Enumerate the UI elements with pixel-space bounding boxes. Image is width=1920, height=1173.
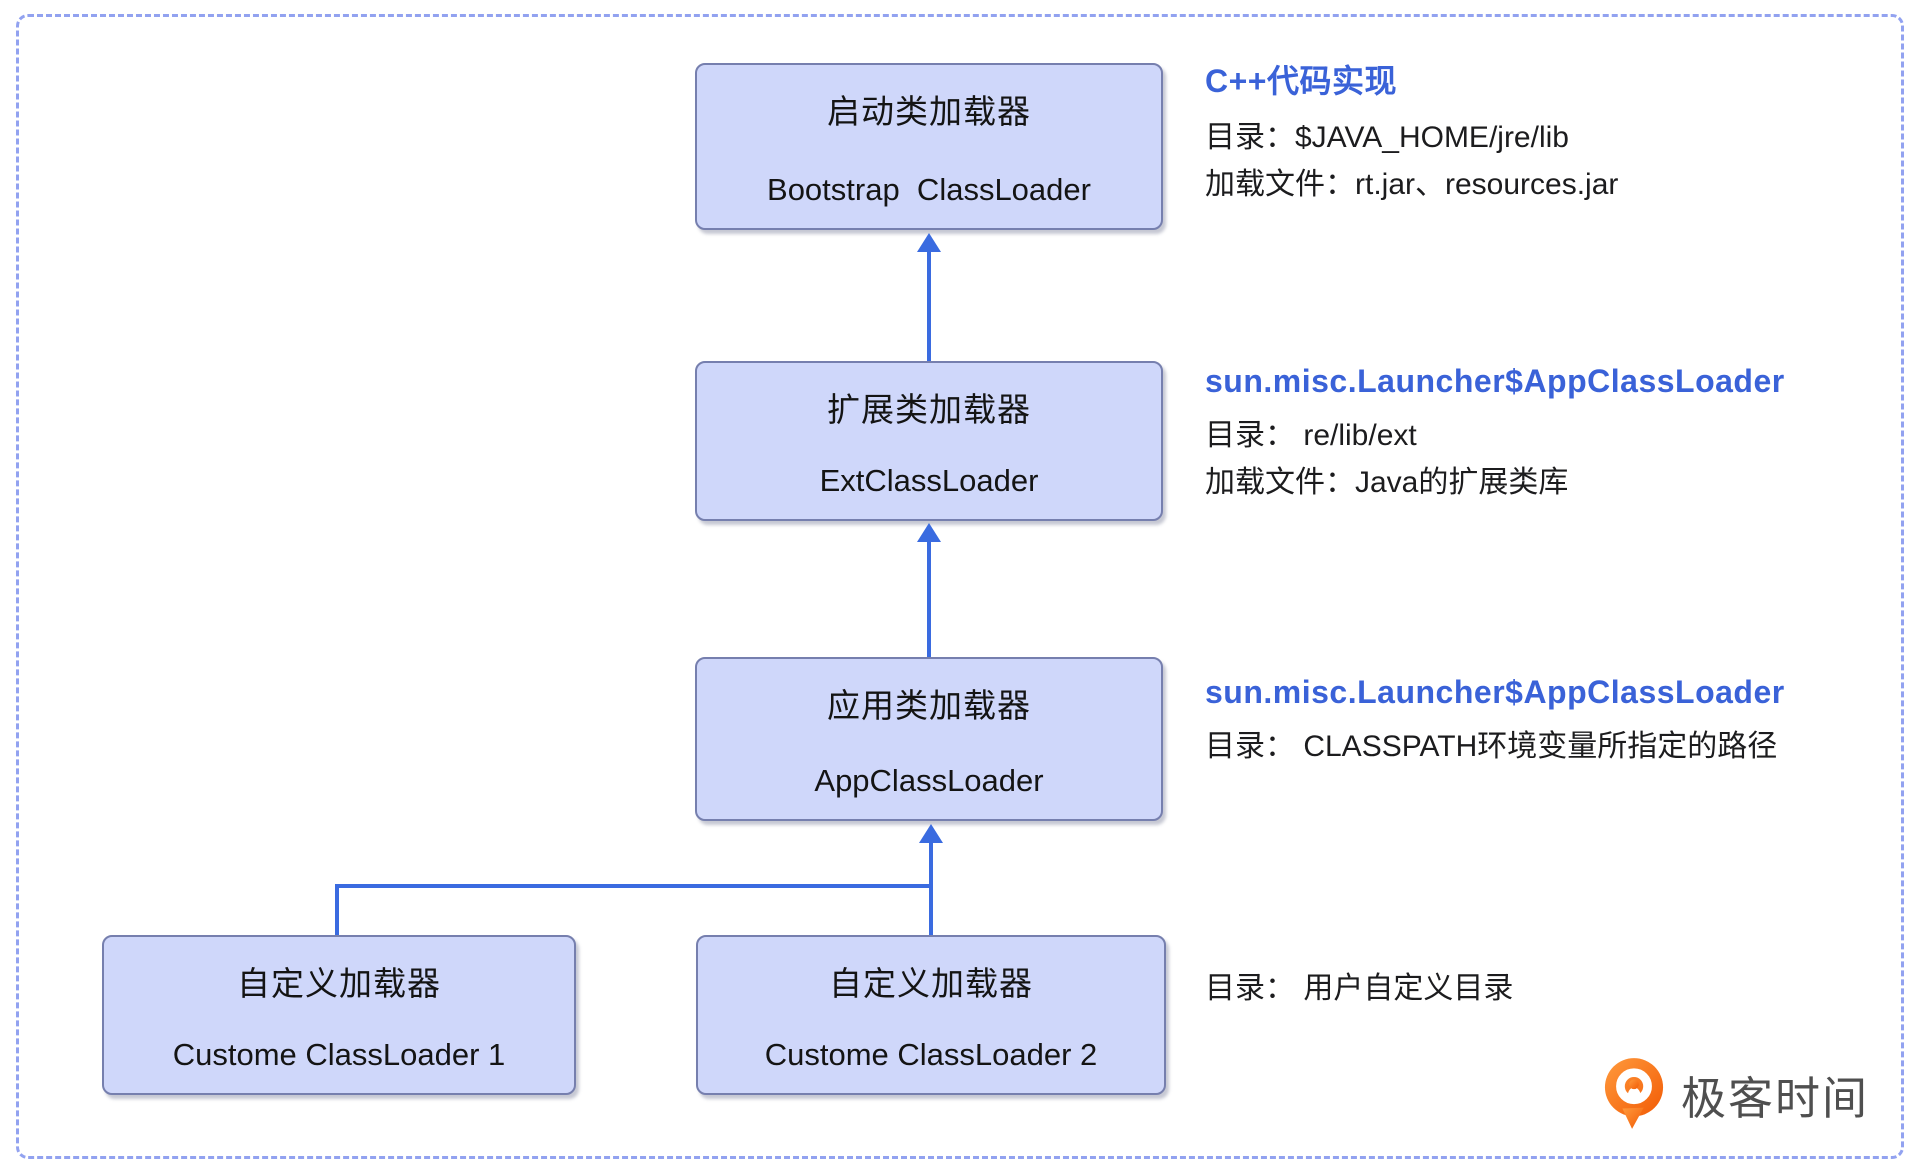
node-title-en: Custome ClassLoader 2 — [764, 1037, 1098, 1072]
arrow-custom2-to-app-line — [929, 840, 933, 935]
annotation-line: 目录：$JAVA_HOME/jre/lib — [1205, 121, 1569, 154]
arrow-custom-join-horizontal-line — [335, 884, 933, 888]
arrow-app-to-ext-line — [927, 539, 931, 657]
arrow-up-icon — [917, 233, 941, 252]
node-title-cn: 启动类加载器 — [827, 93, 1031, 130]
annotation-line: 目录： 用户自定义目录 — [1205, 972, 1514, 1005]
annotation-line: 加载文件：rt.jar、resources.jar — [1205, 167, 1619, 201]
geektime-logo-text: 极客时间 — [1681, 1072, 1870, 1124]
node-title-cn: 扩展类加载器 — [827, 391, 1031, 428]
node-custom-classloader-1: 自定义加载器 Custome ClassLoader 1 — [102, 935, 576, 1095]
arrow-custom1-vertical-line — [335, 884, 339, 935]
dashed-border-frame — [16, 14, 1904, 1159]
annotation-title: sun.misc.Launcher$AppClassLoader — [1205, 674, 1785, 710]
annotation-line: 目录： re/lib/ext — [1205, 419, 1417, 452]
annotation-line: 目录： CLASSPATH环境变量所指定的路径 — [1205, 730, 1778, 763]
arrow-up-icon — [919, 824, 943, 843]
arrow-ext-to-bootstrap-line — [927, 249, 931, 361]
node-title-en: ExtClassLoader — [819, 463, 1039, 498]
annotation-title: sun.misc.Launcher$AppClassLoader — [1205, 363, 1785, 399]
node-title-cn: 应用类加载器 — [827, 687, 1031, 724]
node-title-cn: 自定义加载器 — [829, 965, 1033, 1002]
annotation-title: C++代码实现 — [1205, 63, 1397, 99]
node-app-classloader: 应用类加载器 AppClassLoader — [695, 657, 1163, 821]
geektime-logo-icon — [1604, 1058, 1664, 1129]
node-title-en: Custome ClassLoader 1 — [172, 1037, 506, 1072]
annotation-bootstrap: C++代码实现 目录：$JAVA_HOME/jre/lib 加载文件：rt.ja… — [1205, 56, 1618, 208]
node-title-en: Bootstrap ClassLoader — [767, 172, 1091, 207]
geektime-logo: 极客时间 — [1603, 1058, 1869, 1130]
node-title-cn: 自定义加载器 — [237, 965, 441, 1002]
node-ext-classloader: 扩展类加载器 ExtClassLoader — [695, 361, 1163, 521]
arrow-up-icon — [917, 523, 941, 542]
annotation-custom: 目录： 用户自定义目录 — [1205, 966, 1513, 1013]
annotation-line: 加载文件：Java的扩展类库 — [1205, 465, 1569, 499]
node-title-en: AppClassLoader — [814, 763, 1044, 798]
node-bootstrap-classloader: 启动类加载器 Bootstrap ClassLoader — [695, 63, 1163, 230]
annotation-ext: sun.misc.Launcher$AppClassLoader 目录： re/… — [1205, 363, 1785, 506]
annotation-app: sun.misc.Launcher$AppClassLoader 目录： CLA… — [1205, 674, 1785, 771]
node-custom-classloader-2: 自定义加载器 Custome ClassLoader 2 — [696, 935, 1166, 1095]
